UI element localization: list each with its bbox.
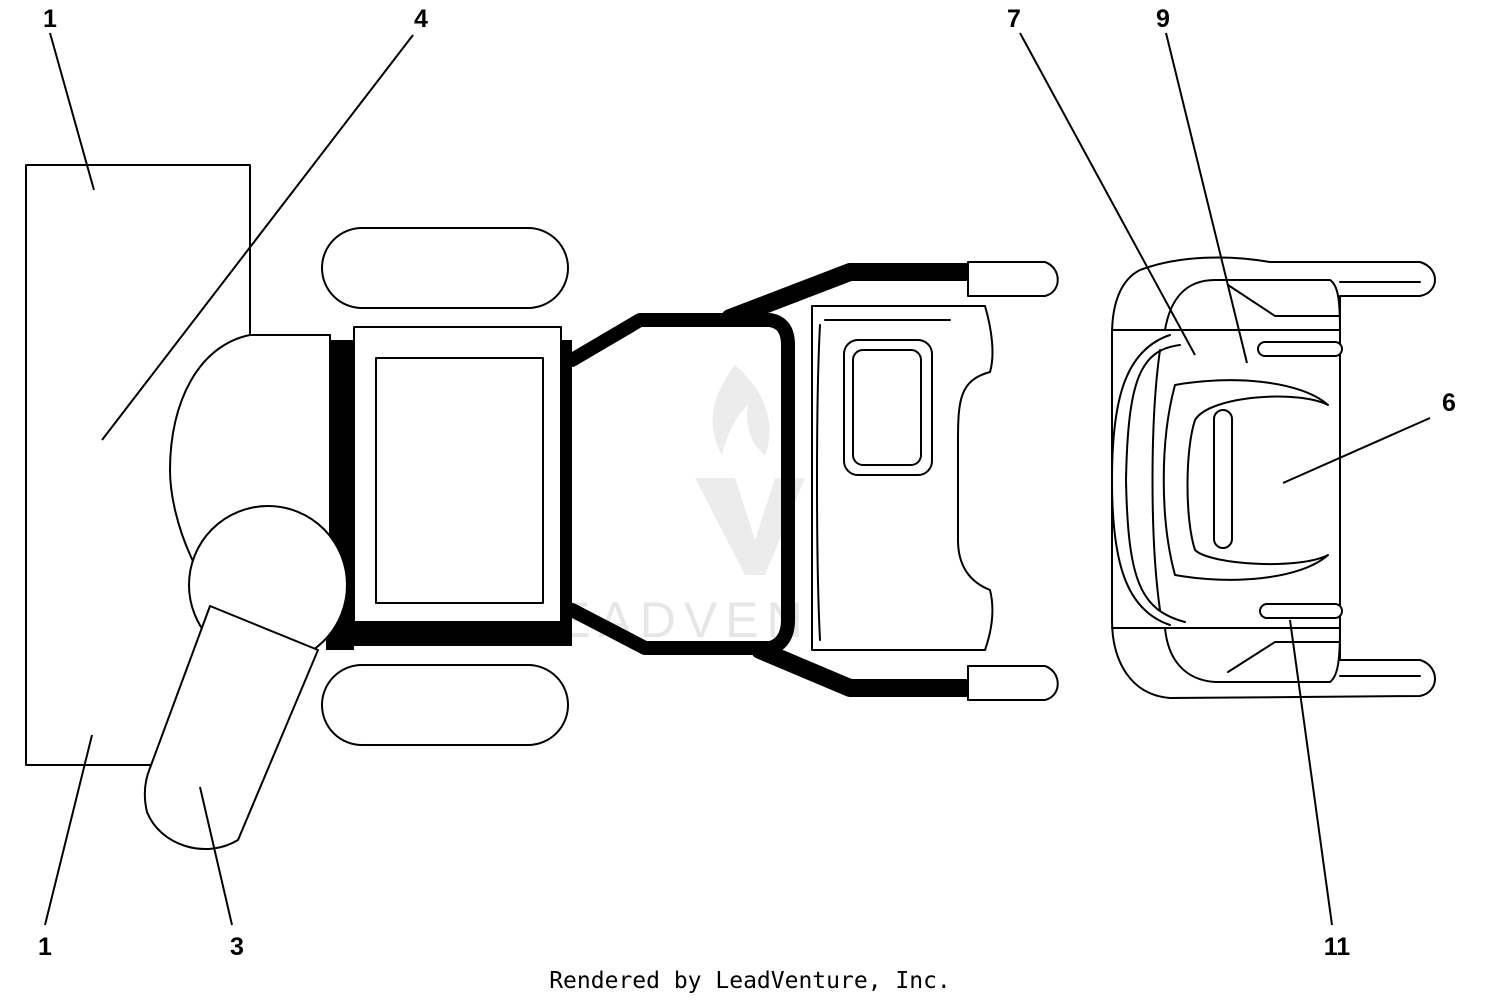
- grip-top: [967, 261, 1059, 297]
- wheel-bottom: [321, 664, 569, 746]
- leader-1a: [49, 32, 95, 191]
- callouts: 1 4 7 9 6 1 3 11: [38, 5, 1456, 961]
- grip-bottom: [967, 665, 1059, 701]
- engine-panel: [375, 357, 544, 604]
- rear-top-panel: [1164, 279, 1341, 331]
- callout-1-bottom: 1: [38, 933, 52, 961]
- rear-bottom-bracket: [1227, 641, 1341, 673]
- callout-11: 11: [1324, 933, 1351, 961]
- part-6-cover: [1162, 379, 1329, 581]
- rear-side-outer: [1111, 334, 1171, 626]
- handle-frame: [721, 263, 974, 697]
- callout-6: 6: [1442, 389, 1456, 417]
- leader-1b: [44, 734, 93, 926]
- axle-bar-bottom: [350, 622, 568, 646]
- wheel-top: [321, 227, 569, 309]
- rear-side-curve: [1125, 344, 1186, 623]
- callout-7: 7: [1007, 5, 1021, 33]
- leader-7: [1019, 32, 1196, 356]
- watermark-logo-icon: [695, 365, 805, 575]
- rear-bottom-panel: [1164, 627, 1341, 683]
- rear-view-assembly: [1111, 256, 1436, 699]
- callout-4: 4: [414, 5, 428, 33]
- callout-9: 9: [1156, 5, 1170, 33]
- control-panel-inner-edge: [816, 324, 821, 641]
- part-3-chute: [143, 605, 319, 850]
- footer-credit: Rendered by LeadVenture, Inc.: [549, 968, 951, 994]
- leader-lines: [44, 32, 1431, 926]
- part-11-slot: [1259, 603, 1343, 619]
- rear-top-bracket: [1227, 284, 1341, 317]
- callout-3: 3: [230, 933, 244, 961]
- part-6-slot: [1213, 409, 1233, 549]
- leader-9: [1165, 32, 1248, 364]
- control-window-inner: [852, 349, 922, 466]
- leader-3: [199, 786, 233, 926]
- leader-11: [1289, 619, 1333, 926]
- callout-1-top: 1: [43, 5, 57, 33]
- leader-4: [101, 34, 414, 441]
- axle-bar-right: [562, 340, 572, 646]
- part-9-slot: [1257, 341, 1343, 357]
- rear-housing: [1111, 256, 1436, 699]
- leader-6: [1282, 417, 1431, 484]
- rear-side-inner: [1151, 349, 1161, 611]
